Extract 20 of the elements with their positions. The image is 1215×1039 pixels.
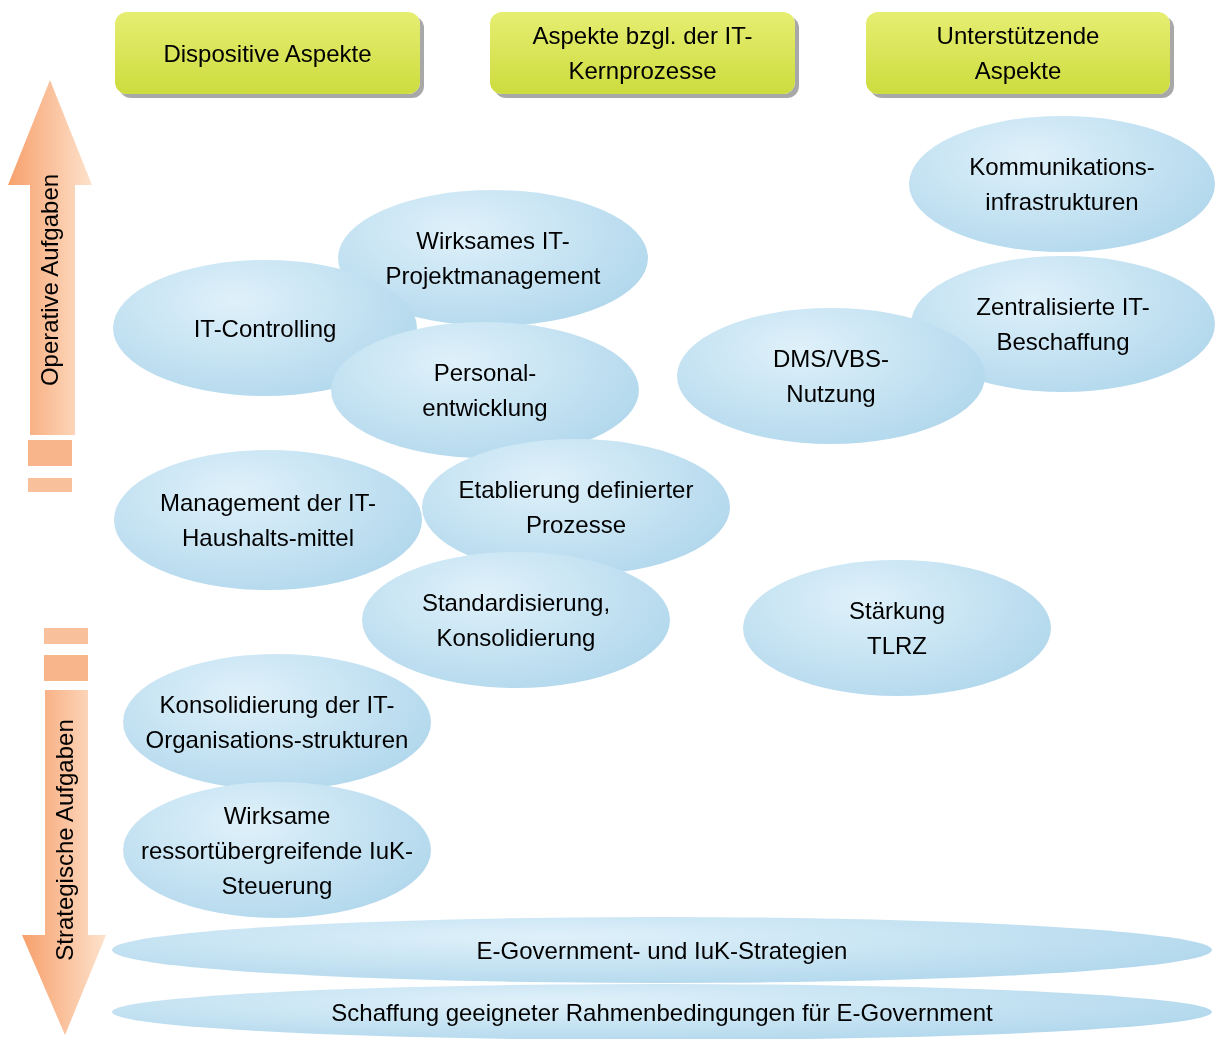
node-text: Personal-entwicklung: [421, 358, 549, 423]
node-text: Wirksame ressortübergreifende IuK-Steuerung: [139, 800, 415, 901]
node-text: Standardisierung, Konsolidierung: [420, 588, 612, 653]
node-text: DMS/VBS-Nutzung: [772, 344, 890, 409]
node-text: Zentralisierte IT-Beschaffung: [975, 292, 1151, 357]
down-arrow-shape: [22, 690, 108, 1035]
node-text: Kommunikations-infrastrukturen: [968, 152, 1156, 217]
node-text: Etablierung definierter Prozesse: [457, 475, 695, 540]
axis-label: Strategische Aufgaben: [51, 719, 79, 961]
node-text: Management der IT-Haushalts-mittel: [158, 488, 378, 553]
node-text: Konsolidierung der IT-Organisations-strukturen: [144, 690, 410, 755]
node-text: Wirksames IT-Projektmanagement: [384, 226, 602, 291]
node-text: Unterstützende Aspekte: [935, 21, 1101, 86]
node-text: Schaffung geeigneter Rahmenbedingungen für E-Government: [330, 997, 994, 1028]
node-text: IT-Controlling: [192, 313, 338, 344]
node-text: Dispositive Aspekte: [162, 38, 373, 69]
node-text: Stärkung TLRZ: [847, 596, 947, 661]
node-text: Aspekte bzgl. der IT-Kernprozesse: [531, 21, 754, 86]
node-text: E-Government- und IuK-Strategien: [475, 935, 849, 966]
axis-label: Operative Aufgaben: [36, 173, 64, 387]
